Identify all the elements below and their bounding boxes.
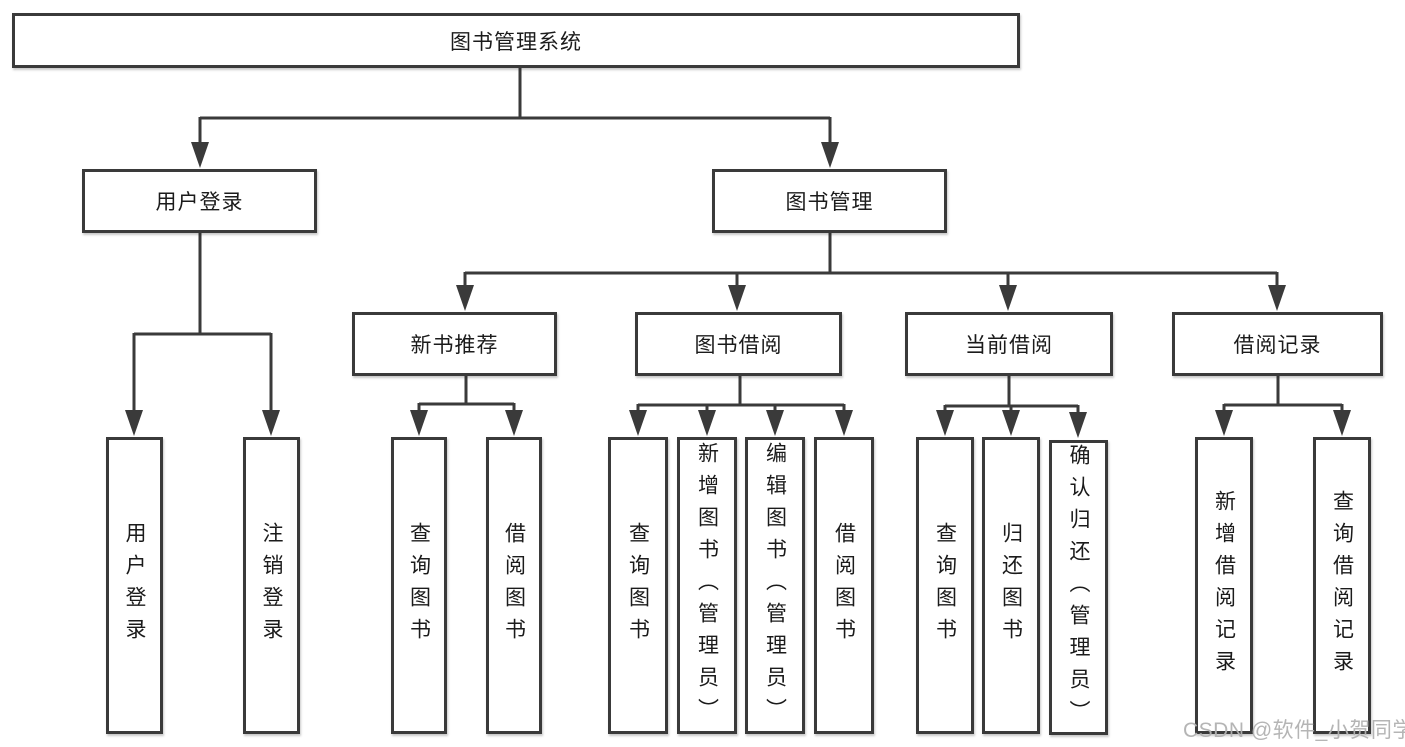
leaf-query-books-recommend: 查询图书 <box>391 437 447 734</box>
node-book-borrowing: 图书借阅 <box>635 312 842 376</box>
leaf-borrow-books-recommend-label: 借阅图书 <box>502 521 526 650</box>
leaf-query-books-borrow: 查询图书 <box>608 437 668 734</box>
node-current-borrowing: 当前借阅 <box>905 312 1113 376</box>
edge-user-login-children <box>125 233 280 436</box>
leaf-confirm-return-admin: 确认归还（管理员） <box>1049 440 1108 735</box>
leaf-logout: 注销登录 <box>243 437 300 734</box>
node-borrowing-records: 借阅记录 <box>1172 312 1383 376</box>
edge-borrow-records-children <box>1215 376 1351 436</box>
leaf-return-books-label: 归还图书 <box>999 521 1023 650</box>
leaf-user-login: 用户登录 <box>106 437 163 734</box>
node-library-management-system: 图书管理系统 <box>12 13 1020 68</box>
leaf-query-books-recommend-label: 查询图书 <box>407 521 431 650</box>
leaf-query-books-current: 查询图书 <box>916 437 974 734</box>
leaf-query-borrow-record: 查询借阅记录 <box>1313 437 1371 734</box>
edge-new-book-children <box>410 376 523 436</box>
edge-book-borrow-children <box>629 376 853 436</box>
leaf-add-books-admin-label: 新增图书（管理员） <box>695 441 719 730</box>
leaf-query-borrow-record-label: 查询借阅记录 <box>1330 489 1354 682</box>
node-user-login: 用户登录 <box>82 169 317 233</box>
leaf-edit-books-admin: 编辑图书（管理员） <box>745 437 805 734</box>
leaf-edit-books-admin-label: 编辑图书（管理员） <box>763 441 787 730</box>
leaf-add-borrow-record-label: 新增借阅记录 <box>1212 489 1236 682</box>
edge-current-borrow-children <box>936 376 1087 438</box>
leaf-borrow-books: 借阅图书 <box>814 437 874 734</box>
leaf-borrow-books-label: 借阅图书 <box>832 521 856 650</box>
leaf-borrow-books-recommend: 借阅图书 <box>486 437 542 734</box>
leaf-query-books-current-label: 查询图书 <box>933 521 957 650</box>
leaf-query-books-borrow-label: 查询图书 <box>626 521 650 650</box>
edge-book-management-to-level3 <box>456 233 1286 311</box>
edge-root-to-level2 <box>191 66 839 168</box>
leaf-logout-label: 注销登录 <box>260 521 283 650</box>
csdn-watermark: CSDN @软件_小贺同学 <box>1183 719 1405 742</box>
leaf-confirm-return-admin-label: 确认归还（管理员） <box>1067 443 1090 732</box>
leaf-add-borrow-record: 新增借阅记录 <box>1195 437 1253 734</box>
node-new-book-recommendation: 新书推荐 <box>352 312 557 376</box>
leaf-user-login-label: 用户登录 <box>123 521 146 650</box>
leaf-return-books: 归还图书 <box>982 437 1040 734</box>
leaf-add-books-admin: 新增图书（管理员） <box>677 437 737 734</box>
node-book-management: 图书管理 <box>712 169 947 233</box>
